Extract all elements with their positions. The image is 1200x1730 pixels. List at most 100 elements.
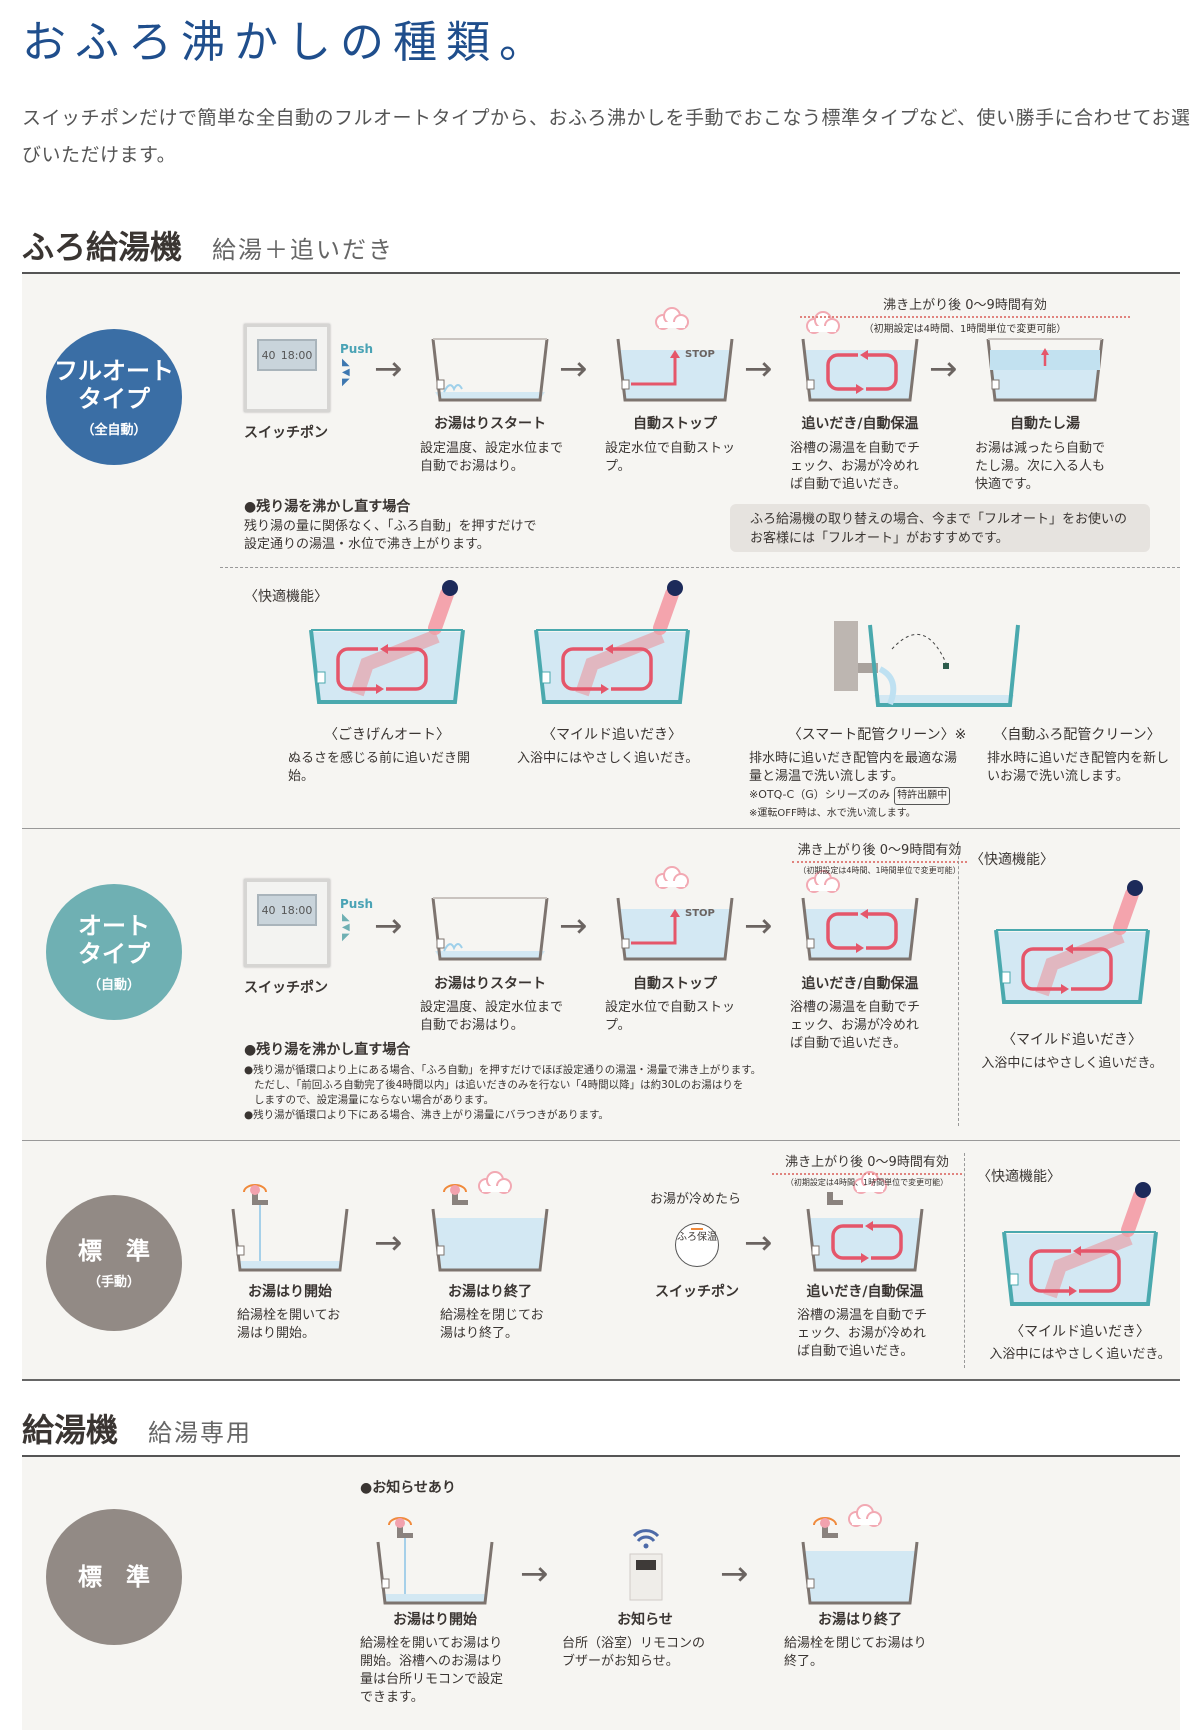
timer-sub: （初期設定は4時間、1時間単位で変更可能） [863, 324, 1067, 335]
remote-time: 18:00 [280, 348, 313, 362]
arrow-right-icon: → [744, 349, 773, 389]
bathtub-person-icon [307, 580, 467, 706]
section-title: ふろ給湯機 [22, 228, 183, 266]
arrow-right-icon: → [744, 906, 773, 946]
step-label: 自動たし湯 [1010, 416, 1080, 432]
comfort-desc: 入浴中にはやさしく追いだき。 [989, 1347, 1171, 1362]
arrow-right-icon: → [744, 1223, 773, 1263]
type-name: オート [78, 911, 150, 940]
step-desc: 給湯栓を開いてお湯はり開始。 [237, 1308, 341, 1341]
comfort-label: 〈自動ふろ配管クリーン〉 [993, 727, 1161, 743]
comfort-desc: 排水時に追いだき配管内を最適な湯量と湯温で洗い流します。 [749, 751, 958, 784]
arrow-right-icon: → [559, 906, 588, 946]
divider [22, 272, 1180, 274]
arrow-right-icon: → [559, 349, 588, 389]
push-label: Push [340, 897, 374, 911]
kitchen-remote-icon [620, 1522, 672, 1604]
comfort-desc: 排水時に追いだき配管内を新しいお湯で洗い流します。 [987, 751, 1170, 784]
bathtub-person-icon [992, 880, 1152, 1006]
auto-type-badge: オート タイプ （自動） [46, 884, 182, 1020]
step-desc: 給湯栓を開いてお湯はり開始。浴槽へのお湯はり量は台所リモコンで設定できます。 [360, 1636, 504, 1705]
comfort-heading: 〈快適機能〉 [970, 852, 1054, 868]
bathtub-stop-icon [615, 307, 735, 402]
step-desc: 浴槽の湯温を自動でチェック、お湯が冷めれば自動で追いだき。 [790, 441, 921, 492]
stop-label: STOP [685, 349, 715, 360]
arrow-right-icon: → [520, 1554, 549, 1594]
remote-temp: 40 [261, 348, 276, 362]
remote-time: 18:00 [280, 903, 313, 917]
bathtub-person-icon [532, 580, 692, 706]
bathtub-reheat-icon [805, 1171, 925, 1272]
furo-hoon-switch-icon: ふろ保温 [675, 1223, 719, 1267]
bathtub-filling-icon [430, 336, 550, 402]
note-line: しますので、設定湯量にならない場合があります。 [254, 1094, 495, 1106]
divider [22, 1455, 1180, 1457]
remote-control-icon: 40 18:00 [244, 324, 330, 412]
timer-note: 沸き上がり後 0〜9時間有効 （初期設定は4時間、1時間単位で変更可能） [792, 839, 967, 876]
step-label: スイッチポン [655, 1284, 739, 1300]
note-heading: ●残り湯を沸かし直す場合 [244, 1042, 411, 1058]
stop-label: STOP [685, 908, 715, 919]
comfort-label: 〈スマート配管クリーン〉※ [787, 727, 967, 743]
standard-type-badge: 標 準 （手動） [46, 1195, 182, 1331]
intro-text: スイッチポンだけで簡単な全自動のフルオートタイプから、おふろ沸かしを手動でおこな… [22, 107, 1191, 166]
type-sub: （自動） [87, 977, 140, 993]
comfort-desc: 入浴中にはやさしく追いだき。 [981, 1056, 1163, 1071]
standard-panel: 標 準 （手動） → お湯が冷めたら ふろ保温 → 沸き上がり後 0〜9時間有効… [22, 1141, 1180, 1379]
bathtub-faucet-icon [230, 1184, 350, 1272]
bathtub-person-icon [1000, 1182, 1160, 1308]
step-label: お湯はりスタート [434, 976, 546, 992]
step-desc: お湯は減ったら自動でたし湯。次に入る人も快適です。 [975, 441, 1106, 492]
push-marks-icon: ◣◀◤ [342, 912, 350, 943]
step-label: 追いだき/自動保温 [801, 416, 919, 432]
page-title: おふろ沸かしの種類。 [22, 17, 552, 68]
patent-badge: 特許出願中 [894, 787, 951, 805]
timer-main: 沸き上がり後 0〜9時間有効 [785, 1155, 949, 1170]
dashed-divider [958, 841, 959, 1126]
bathtub-faucet-icon [430, 1171, 550, 1272]
bathtub-faucet-icon [800, 1504, 920, 1605]
note-heading: ●残り湯を沸かし直す場合 [244, 499, 411, 515]
section-heading-bath-heater: ふろ給湯機 給湯＋追いだき [22, 222, 394, 268]
recommendation-box: ふろ給湯機の取り替えの場合、今まで「フルオート」をお使いのお客様には「フルオート… [730, 504, 1150, 552]
timer-sub: （初期設定は4時間、1時間単位で変更可能） [798, 866, 961, 875]
section-subtitle: 給湯＋追いだき [212, 236, 395, 264]
note-line: ただし、「前回ふろ自動完了後4時間以内」は追いだきのみを行ない「4時間以降」は約… [254, 1079, 744, 1091]
arrow-right-icon: → [374, 349, 403, 389]
divider [22, 828, 1180, 829]
timer-main: 沸き上がり後 0〜9時間有効 [883, 298, 1047, 313]
divider [22, 1140, 1180, 1141]
timer-main: 沸き上がり後 0〜9時間有効 [797, 843, 962, 858]
step-label: お湯はり終了 [448, 1284, 532, 1300]
bathtub-faucet-icon [375, 1517, 495, 1605]
arrow-right-icon: → [720, 1554, 749, 1594]
cool-label: お湯が冷めたら [650, 1192, 742, 1207]
dashed-divider [220, 567, 1180, 568]
pipe-clean-icon [834, 619, 1052, 709]
comfort-desc: ぬるさを感じる前に追いだき開始。 [288, 751, 471, 784]
bathtub-reheat-icon [800, 870, 920, 961]
step-desc: 設定水位で自動ストップ。 [605, 1000, 736, 1033]
type-sub: （全自動） [81, 422, 147, 438]
divider [22, 1379, 1180, 1381]
step-desc: 浴槽の湯温を自動でチェック、お湯が冷めれば自動で追いだき。 [790, 1000, 921, 1051]
comfort-heading: 〈快適機能〉 [977, 1169, 1061, 1185]
comfort-label: 〈マイルド追いだき〉 [1010, 1324, 1150, 1340]
push-marks-icon: ◣◀◤ [342, 357, 350, 388]
step-label: お湯はり開始 [248, 1284, 332, 1300]
section-title: 給湯機 [22, 1411, 119, 1449]
step-desc: 設定温度、設定水位まで自動でお湯はり。 [420, 1000, 564, 1033]
step-label: 自動ストップ [633, 976, 717, 992]
step-label: 自動ストップ [633, 416, 717, 432]
comfort-label: 〈ごきげんオート〉 [324, 727, 450, 743]
switch-label: スイッチポン [244, 980, 328, 996]
note-body: 残り湯の量に関係なく、「ふろ自動」を押すだけで設定通りの湯温・水位で沸き上がりま… [244, 519, 537, 552]
type-name: フルオート [54, 356, 174, 385]
bathtub-reheat-icon [800, 311, 920, 402]
arrow-right-icon: → [374, 906, 403, 946]
comfort-label: 〈マイルド追いだき〉 [542, 727, 682, 743]
comfort-label: 〈マイルド追いだき〉 [1002, 1032, 1142, 1048]
